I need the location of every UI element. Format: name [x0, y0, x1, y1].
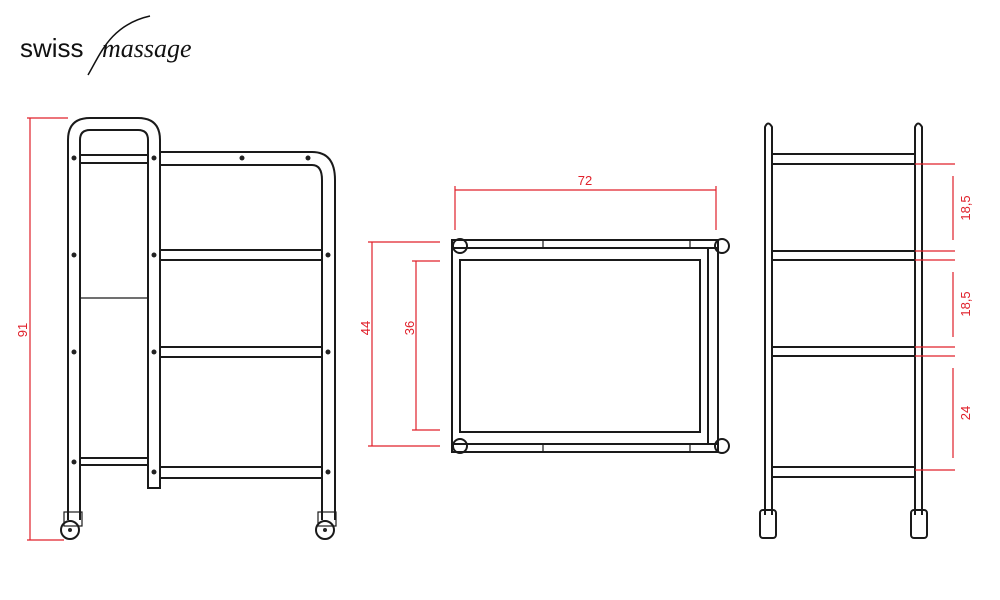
- dimension-gap-bottom: 24: [958, 406, 973, 420]
- logo-word-swiss: swiss: [20, 33, 84, 63]
- logo-swoosh: [87, 15, 151, 76]
- logo-word-massage: massage: [102, 34, 192, 63]
- front-view: 91: [15, 117, 337, 541]
- dimension-depth-outer: 44: [358, 321, 373, 335]
- top-view: 72 44 36: [358, 173, 730, 454]
- dimension-gap-top: 18,5: [958, 195, 973, 220]
- dimension-height: 91: [15, 323, 30, 337]
- dimension-width: 72: [578, 173, 592, 188]
- wheel-icon: [60, 511, 83, 540]
- side-view: 18,5 18,5 24: [759, 122, 973, 539]
- wheel-icon: [315, 511, 337, 540]
- dimension-gap-middle: 18,5: [958, 291, 973, 316]
- logo: swiss massage: [20, 15, 192, 76]
- wheel-icon: [759, 509, 777, 539]
- wheel-icon: [910, 509, 928, 539]
- dimension-depth-inner: 36: [402, 321, 417, 335]
